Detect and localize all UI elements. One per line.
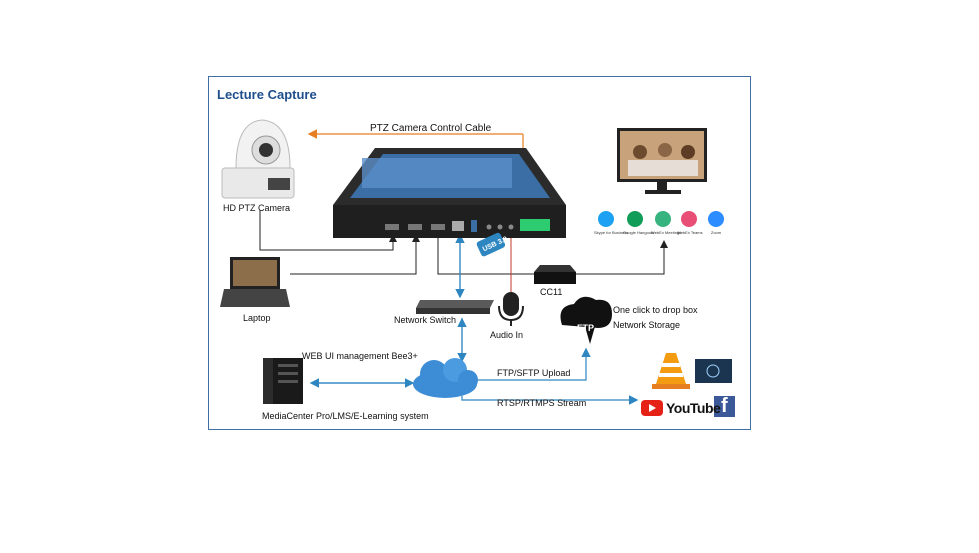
app-label-hangouts: Google Hangouts xyxy=(623,230,655,235)
skype-icon xyxy=(598,211,614,227)
usb-badge-icon xyxy=(476,232,506,257)
network-switch-label: Network Switch xyxy=(394,315,457,325)
hangouts-icon xyxy=(627,211,643,227)
laptop-icon xyxy=(220,257,290,307)
facebook-glyph: f xyxy=(721,395,728,417)
dropbox-label: One click to drop box xyxy=(613,305,698,315)
web-ui-label: WEB UI management Bee3+ xyxy=(302,351,418,361)
network-switch-icon xyxy=(416,300,494,314)
ftp-badge-text: FTP xyxy=(577,323,594,333)
zoom-icon xyxy=(708,211,724,227)
vlc-icon xyxy=(652,353,690,389)
ptz-cable-label: PTZ Camera Control Cable xyxy=(370,123,492,134)
rtsp-stream-label: RTSP/RTMPS Stream xyxy=(497,398,587,408)
monitor-icon xyxy=(617,128,707,194)
ptz-camera-icon xyxy=(221,119,295,199)
cc11-box-icon xyxy=(534,265,576,284)
youtube-wordmark: YouTube xyxy=(666,400,721,416)
capture-device-icon xyxy=(333,148,566,238)
server-icon xyxy=(263,358,303,404)
webex-teams-icon xyxy=(681,211,697,227)
ftp-cloud-icon xyxy=(560,296,612,344)
webex-icon xyxy=(655,211,671,227)
diagram-title: Lecture Capture xyxy=(217,87,317,102)
app-label-webex-teams: WebEx Teams xyxy=(677,230,703,235)
facebook-icon xyxy=(714,396,735,417)
youtube-icon xyxy=(641,400,663,416)
mediacenter-label: MediaCenter Pro/LMS/E-Learning system xyxy=(262,411,429,421)
network-lines xyxy=(309,233,639,405)
hd-ptz-camera-label: HD PTZ Camera xyxy=(223,203,291,213)
app-label-skype: Skype for Business xyxy=(594,230,629,235)
cloud-icon xyxy=(413,358,478,398)
ftp-upload-label: FTP/SFTP Upload xyxy=(497,368,571,378)
cc11-label: CC11 xyxy=(540,287,563,297)
network-storage-label: Network Storage xyxy=(613,320,681,330)
audio-in-label: Audio In xyxy=(490,330,524,340)
conferencing-apps xyxy=(598,211,724,227)
app-label-zoom: Zoom xyxy=(710,230,722,235)
laptop-label: Laptop xyxy=(243,313,271,323)
stream-thumbnail-icon xyxy=(695,359,732,383)
app-label-webex: WebEx Meetings xyxy=(651,230,682,235)
microphone-icon xyxy=(498,292,524,326)
